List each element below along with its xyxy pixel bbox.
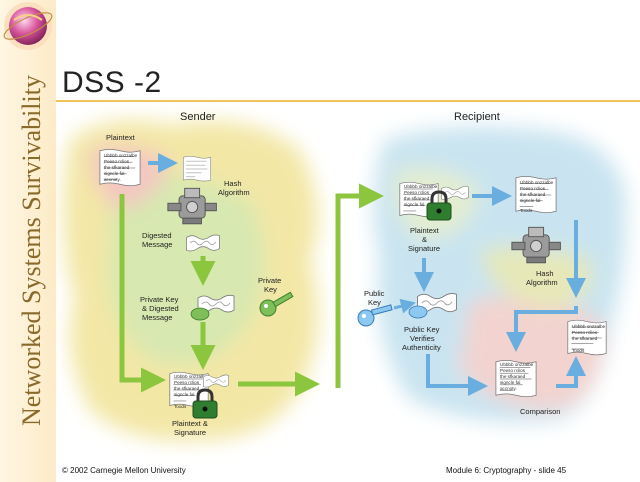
title-rule bbox=[56, 100, 640, 102]
doc-line: the sfkaraed bbox=[404, 196, 430, 201]
doc-line: accnoty. bbox=[500, 386, 517, 391]
recipient-signature-scroll bbox=[408, 293, 457, 319]
public-key-icon bbox=[357, 304, 393, 327]
footer-slide-ref: Module 6: Cryptography - slide 45 bbox=[446, 466, 567, 475]
doc-line: Ubbbb onzzalbe bbox=[404, 184, 438, 189]
doc-line: Peeso rclios bbox=[404, 190, 430, 195]
doc-line: Peeso rclios bbox=[500, 368, 526, 373]
private-key-digest-label: Message bbox=[142, 313, 172, 322]
arrow-public-key bbox=[393, 298, 416, 314]
doc-line: Ubbbb onzzalbe bbox=[174, 374, 208, 379]
doc-line: Ubbbb onzzalbe bbox=[104, 153, 138, 158]
doc-line: the sfkaraed bbox=[104, 165, 130, 170]
recipient-plaintext-signature-label: Plaintext bbox=[410, 226, 440, 235]
public-key-label: Public bbox=[364, 289, 385, 298]
doc-line: signcle fal bbox=[500, 380, 520, 385]
hash-algorithm-label: Algorithm bbox=[218, 188, 250, 197]
comparison-document: Ubbbb onzzalbe Peeso rclios the sfkaraed… bbox=[495, 359, 537, 398]
doc-line: Peeso rclios bbox=[174, 380, 200, 385]
hash-output-document: Ubbbb onzzalbe Peeso rclios the sfkaraed… bbox=[567, 319, 607, 356]
arrow-plaintext-to-bundle bbox=[119, 194, 166, 393]
doc-line: Peeso rclios bbox=[520, 186, 546, 191]
sender-plaintext-signature-label: Signature bbox=[174, 428, 206, 437]
recipient-plaintext-signature-label: & bbox=[422, 235, 427, 244]
private-key-label: Key bbox=[264, 285, 277, 294]
doc-line: the sfkaraed bbox=[500, 374, 526, 379]
doc-line: Toods bbox=[572, 348, 585, 353]
doc-line: the sfkaraed bbox=[572, 336, 598, 341]
recipient-hash-algorithm-label: Algorithm bbox=[526, 278, 558, 287]
sidebar-band: Networked Systems Survivability bbox=[0, 0, 56, 482]
slide-title: DSS -2 bbox=[62, 66, 162, 99]
sender-signed-document: Ubbbb onzzalbe Peeso rclios the sfkaraed… bbox=[169, 371, 229, 409]
public-key-label: Key bbox=[368, 298, 381, 307]
doc-line: Ubbbb onzzalbe bbox=[572, 324, 606, 329]
globe-logo-icon bbox=[3, 2, 53, 50]
verify-label: Verifies bbox=[410, 334, 435, 343]
recipient-hash-algorithm-label: Hash bbox=[536, 269, 554, 278]
private-key-icon bbox=[259, 291, 294, 317]
recipient-plaintext-signature-label: Signature bbox=[408, 244, 440, 253]
recipient-plaintext-document: Ubbbb onzzalbe Peeso rclios the sfkaraed… bbox=[515, 175, 557, 214]
doc-line: Toods bbox=[174, 404, 187, 409]
recipient-header: Recipient bbox=[454, 111, 500, 123]
doc-line: Peeso rclios bbox=[572, 330, 598, 335]
recipient-signed-document: Ubbbb onzzalbe Peeso rclios the sfkaraed… bbox=[399, 181, 469, 218]
doc-line: signcle fal bbox=[520, 198, 540, 203]
arrow-output-to-compare bbox=[556, 356, 586, 388]
hash-algorithm-label: Hash bbox=[224, 179, 242, 188]
arrow-hash-to-output bbox=[506, 306, 578, 352]
private-key-label: Private bbox=[258, 276, 281, 285]
arrow-to-recipient bbox=[335, 183, 384, 388]
doc-line: signcle fal bbox=[174, 392, 194, 397]
doc-line: Peeso rclios bbox=[104, 159, 130, 164]
doc-line: the sfkaraed bbox=[520, 192, 546, 197]
sender-header: Sender bbox=[180, 111, 216, 123]
sender-hash-input-document bbox=[182, 155, 212, 182]
private-key-digest-label: & Digested bbox=[142, 304, 179, 313]
digested-message-label: Message bbox=[142, 240, 172, 249]
signed-digest-scroll bbox=[190, 294, 235, 321]
verify-label: Public Key bbox=[404, 325, 440, 334]
sender-plaintext-signature-label: Plaintext & bbox=[172, 419, 208, 428]
comparison-label: Comparison bbox=[520, 407, 560, 416]
doc-line: the sfkaraed bbox=[174, 386, 200, 391]
private-key-digest-label: Private Key bbox=[140, 295, 179, 304]
sender-plaintext-document: Ubbbb onzzalbe Peeso rclios the sfkaraed… bbox=[99, 148, 141, 187]
doc-line: signcle fal bbox=[404, 202, 424, 207]
doc-line: Ubbbb onzzalbe bbox=[520, 180, 554, 185]
sidebar-title-text: Networked Systems Survivability bbox=[17, 75, 46, 426]
doc-line: accnoty. bbox=[104, 177, 121, 182]
digested-message-label: Digested bbox=[142, 231, 172, 240]
doc-line: Toods bbox=[520, 208, 533, 213]
doc-line: Ubbbb onzzalbe bbox=[500, 362, 534, 367]
footer-copyright: © 2002 Carnegie Mellon University bbox=[62, 466, 186, 475]
sidebar-graphic: Networked Systems Survivability bbox=[3, 2, 53, 426]
arrow-verify-to-compare bbox=[426, 354, 488, 396]
verify-label: Authenticity bbox=[402, 343, 441, 352]
doc-line: signcle fal bbox=[104, 171, 124, 176]
plaintext-label: Plaintext bbox=[106, 133, 136, 142]
